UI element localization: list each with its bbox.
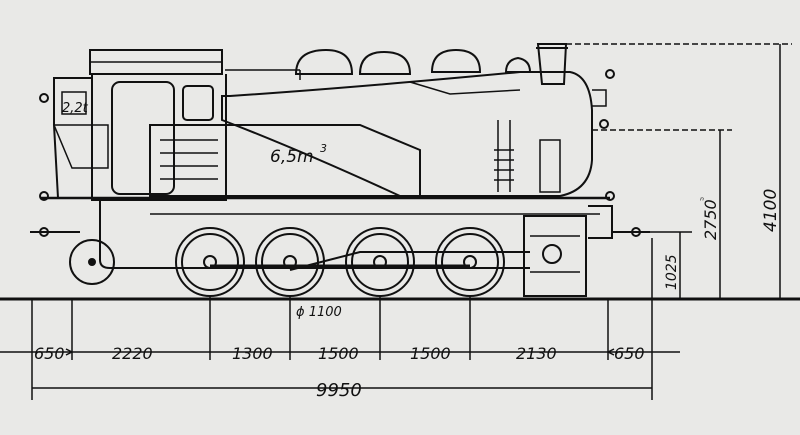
- water-capacity-exponent: 3: [320, 142, 327, 155]
- cylinder: [523, 215, 587, 297]
- dim-height-boiler-axis: 2750: [701, 199, 720, 240]
- dim-h-4: 1500: [318, 344, 359, 363]
- connecting-rod: [289, 251, 530, 271]
- driving-wheel-2: [255, 227, 325, 297]
- dim-h-3: 1300: [232, 344, 273, 363]
- dim-height-buffer: 1025: [664, 254, 680, 290]
- chimney: [536, 43, 568, 85]
- driving-wheel-3: [345, 227, 415, 297]
- cab-door: [111, 81, 175, 195]
- dim-h-2: 2220: [112, 344, 153, 363]
- cab-roof: [89, 49, 223, 75]
- wheels: [69, 227, 530, 297]
- dim-h-6: 2130: [516, 344, 557, 363]
- dim-h-1: 650: [34, 344, 65, 363]
- body-labels: 2,2t 6,5m 3 ϕ 1100 ⁿ: [62, 101, 704, 320]
- side-tank: [149, 124, 421, 197]
- driving-wheel-4: [435, 227, 505, 297]
- dim-overall-length: 9950: [316, 380, 362, 401]
- dimension-lines: [0, 43, 792, 400]
- frame: [99, 198, 530, 269]
- water-capacity-label: 6,5m: [270, 147, 314, 167]
- dome-2: [358, 50, 412, 75]
- boiler: [221, 71, 593, 197]
- locomotive-body: [30, 43, 650, 297]
- dome-1: [294, 48, 354, 75]
- dim-height-total: 4100: [761, 189, 781, 232]
- trailing-wheel: [69, 239, 115, 285]
- horizontal-dimensions: 650 2220 1300 1500 1500 2130 650 9950: [34, 344, 645, 401]
- vertical-dimensions: 1025 2750 4100: [664, 189, 781, 290]
- dim-h-5: 1500: [410, 344, 451, 363]
- cab-window: [182, 85, 214, 121]
- driving-wheel-1: [175, 227, 245, 297]
- dim-h-7: 650: [614, 344, 645, 363]
- small-mark: ⁿ: [700, 196, 704, 207]
- coal-capacity-label: 2,2t: [62, 101, 89, 116]
- wheel-diameter-label: ϕ 1100: [296, 305, 342, 320]
- dome-3: [430, 48, 482, 73]
